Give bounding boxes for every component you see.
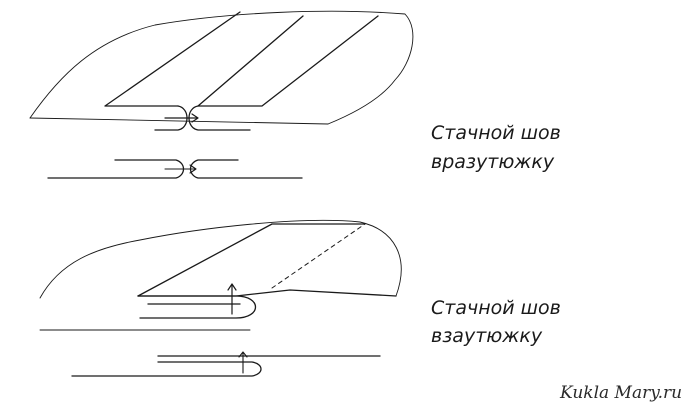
open-seam-fold-left <box>154 105 188 131</box>
pressed-seam-fold-top <box>137 289 397 297</box>
pressed-seam-label-line2: взаутюжку <box>431 325 543 347</box>
open-seam-section-layer-left <box>47 159 185 179</box>
pressed-seam-cross-section <box>71 351 381 377</box>
open-seam-section-arrow <box>164 164 197 174</box>
open-seam-cross-section <box>47 159 303 179</box>
open-seam-right-allowance <box>197 15 379 107</box>
pressed-seam-fold-curve <box>137 295 256 319</box>
open-seam-label-line1: Стачной шов <box>431 122 561 144</box>
open-seam-label-line2: вразутюжку <box>431 151 555 173</box>
pressed-seam-section-arrow <box>238 351 248 374</box>
open-seam-fabric-illustration <box>29 10 414 131</box>
pressed-seam-stitch-line-dashed <box>271 223 366 289</box>
open-seam-fold-right <box>188 105 251 131</box>
pressed-seam-label-line1: Стачной шов <box>431 297 561 319</box>
open-seam-section-layer-right <box>189 159 303 179</box>
site-watermark: Kukla Mary.ru <box>560 383 683 403</box>
open-seam-left-allowance <box>104 11 241 107</box>
pressed-seam-top-allowance <box>137 223 366 297</box>
open-seam-fabric-bottom-edge <box>29 117 329 125</box>
open-seam-arrow <box>164 113 199 123</box>
open-seam-fabric-outline <box>29 10 414 125</box>
pressed-seam-section-middle-layer <box>71 361 262 377</box>
pressed-seam-arrow <box>227 283 237 315</box>
pressed-seam-fabric-illustration <box>39 219 402 331</box>
pressed-seam-fabric-outline <box>39 219 402 299</box>
